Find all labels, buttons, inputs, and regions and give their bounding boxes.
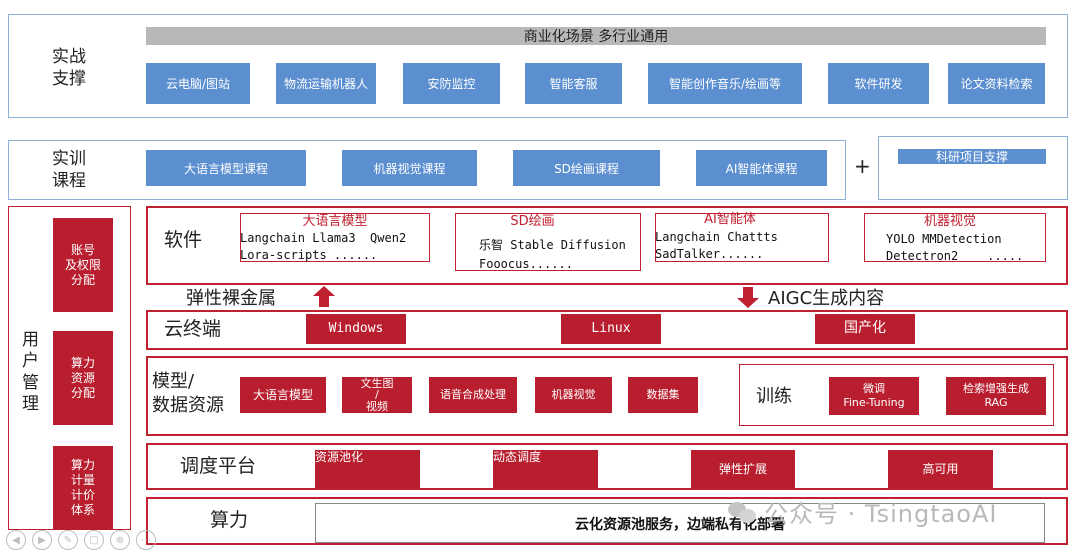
schedule-resource-pooling[interactable]: 资源池化 [315, 450, 420, 488]
resource-llm[interactable]: 大语言模型 [240, 377, 326, 413]
terminal-windows[interactable]: Windows [306, 314, 406, 344]
software-agent-tools: Langchain Chattts SadTalker...... [655, 230, 778, 262]
software-sd-box [455, 213, 641, 271]
edit-icon[interactable]: ✎ [58, 530, 78, 550]
scenario-creative-music-art[interactable]: 智能创作音乐/绘画等 [648, 63, 802, 104]
zoom-icon[interactable]: ⊕ [110, 530, 130, 550]
research-support-button[interactable]: 科研项目支撑 [898, 149, 1046, 164]
scenario-smart-service[interactable]: 智能客服 [525, 63, 622, 104]
account-permission-button[interactable]: 账号 及权限 分配 [53, 218, 113, 312]
combat-support-label: 实战 支撑 [52, 47, 86, 90]
scenario-paper-search[interactable]: 论文资料检索 [948, 63, 1045, 104]
wechat-icon [728, 500, 758, 524]
arrow-down-icon [737, 287, 759, 309]
compute-label: 算力 [210, 509, 249, 531]
scenario-security-monitor[interactable]: 安防监控 [403, 63, 500, 104]
schedule-dynamic[interactable]: 动态调度 [493, 450, 598, 488]
train-fine-tuning[interactable]: 微调 Fine-Tuning [829, 377, 919, 415]
software-agent-box [655, 213, 829, 262]
cloud-terminal-label: 云终端 [164, 318, 222, 340]
software-llm-tools: Langchain Llama3 Qwen2 Lora-scripts ....… [240, 231, 407, 263]
software-vision-tools: YOLO MMDetection Detectron2 ..... [886, 232, 1024, 264]
course-llm[interactable]: 大语言模型课程 [146, 150, 306, 186]
plus-sign: + [854, 154, 871, 178]
elastic-bare-metal-label: 弹性裸金属 [186, 288, 276, 309]
compute-billing-button[interactable]: 算力 计量 计价 体系 [53, 446, 113, 530]
watermark: 公众号 · TsingtaoAI [728, 494, 998, 529]
arrow-up-icon [313, 286, 335, 308]
research-support-panel [878, 136, 1068, 200]
user-management-label: 用 户 管 理 [22, 330, 39, 414]
commercial-scenario-banner: 商业化场景 多行业通用 [146, 27, 1046, 45]
aigc-content-label: AIGC生成内容 [768, 288, 885, 309]
schedule-elastic-scaling[interactable]: 弹性扩展 [691, 450, 795, 488]
schedule-high-availability[interactable]: 高可用 [888, 450, 993, 488]
compute-service-text: 云化资源池服务，边端私有化部署 [575, 517, 785, 533]
model-data-label: 模型/ 数据资源 [152, 371, 224, 417]
resource-text-to-image[interactable]: 文生图 / 视频 [342, 377, 412, 413]
software-vision-box [864, 213, 1046, 262]
watermark-text: 公众号 · TsingtaoAI [764, 500, 998, 528]
software-vision-title: 机器视觉 [923, 214, 976, 229]
resource-dataset[interactable]: 数据集 [628, 377, 698, 413]
training-course-label: 实训 课程 [52, 149, 86, 192]
software-sd-title: SD绘画 [510, 214, 555, 229]
copy-icon[interactable]: □ [84, 530, 104, 550]
training-label: 训练 [756, 386, 792, 407]
terminal-linux[interactable]: Linux [561, 314, 661, 344]
scenario-software-dev[interactable]: 软件研发 [828, 63, 929, 104]
image-toolbar: ◀ ▶ ✎ □ ⊕ ⋯ [6, 530, 156, 550]
scenario-logistics-robot[interactable]: 物流运输机器人 [276, 63, 376, 104]
resource-speech-synthesis[interactable]: 语音合成处理 [429, 377, 517, 413]
compute-allocation-button[interactable]: 算力 资源 分配 [53, 331, 113, 425]
prev-icon[interactable]: ◀ [6, 530, 26, 550]
terminal-domestic[interactable]: 国产化 [815, 314, 915, 344]
more-icon[interactable]: ⋯ [136, 530, 156, 550]
play-icon[interactable]: ▶ [32, 530, 52, 550]
scheduling-label: 调度平台 [180, 455, 257, 477]
software-sd-tools: 乐智 Stable Diffusion Fooocus...... [479, 238, 626, 271]
compute-service-bar [315, 503, 1045, 543]
scenario-cloud-pc[interactable]: 云电脑/图站 [146, 63, 250, 104]
resource-machine-vision[interactable]: 机器视觉 [535, 377, 612, 413]
software-llm-title: 大语言模型 [302, 214, 368, 229]
software-agent-title: AI智能体 [704, 212, 756, 227]
course-ai-agent[interactable]: AI智能体课程 [696, 150, 827, 186]
train-rag[interactable]: 检索增强生成 RAG [946, 377, 1046, 415]
course-machine-vision[interactable]: 机器视觉课程 [342, 150, 477, 186]
software-llm-box [240, 213, 430, 262]
software-label: 软件 [164, 229, 203, 251]
course-sd-painting[interactable]: SD绘画课程 [513, 150, 660, 186]
